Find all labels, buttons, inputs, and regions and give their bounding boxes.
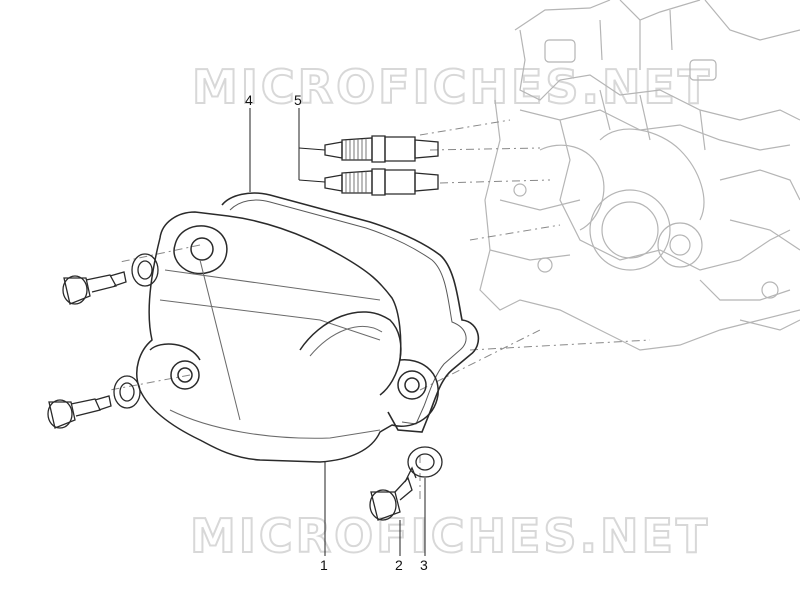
callout-4: 4 <box>245 92 253 108</box>
washer-bottom <box>407 446 443 478</box>
assembly-guide-lines <box>109 119 651 500</box>
valve-cover <box>136 211 439 463</box>
washer-upper-left <box>131 253 159 287</box>
callout-1: 1 <box>320 557 328 573</box>
engine-block-ghost <box>479 0 800 351</box>
bolt-lower-left <box>47 395 112 429</box>
spark-plug-lower <box>324 168 439 196</box>
callout-2: 2 <box>395 557 403 573</box>
callout-3: 3 <box>420 557 428 573</box>
spark-plug-upper <box>324 135 439 163</box>
washer-lower-left <box>113 375 141 409</box>
watermark-bottom: MICROFICHES.NET <box>190 509 710 563</box>
watermark-top: MICROFICHES.NET <box>192 60 712 114</box>
callout-5: 5 <box>294 92 302 108</box>
valve-cover-gasket <box>221 192 480 433</box>
valve-cover-gasket-inner <box>229 199 467 425</box>
leader-lines <box>249 108 426 556</box>
bolt-upper-left <box>62 271 127 305</box>
